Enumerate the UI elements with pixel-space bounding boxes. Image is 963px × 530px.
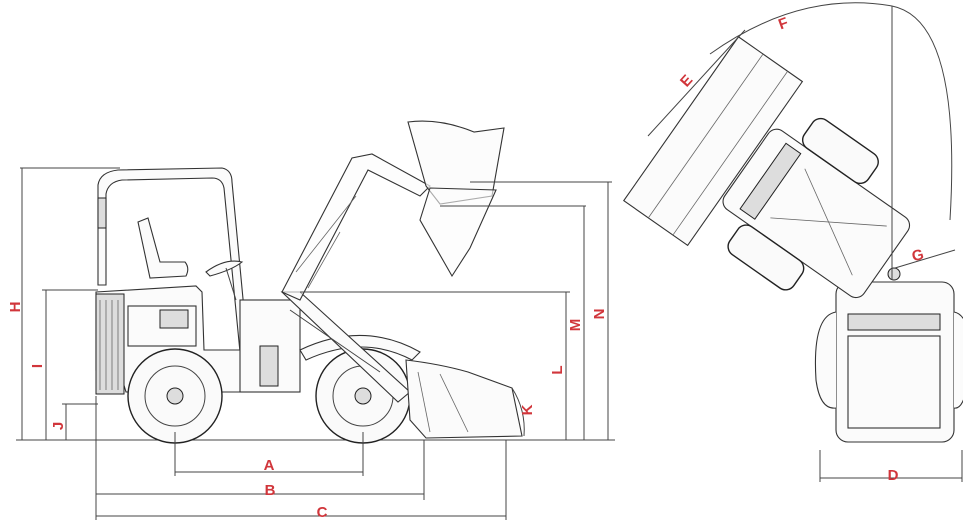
dim-label-c: C [317, 504, 328, 521]
top-front-tire-left [727, 224, 805, 291]
dim-label-d: D [888, 467, 899, 484]
radiator-grille [95, 293, 125, 395]
dim-label-a: A [264, 457, 275, 474]
bucket-dumped [419, 187, 497, 278]
bucket-lowered [405, 359, 523, 439]
dim-label-h: H [7, 302, 24, 313]
dim-label-l: L [549, 365, 566, 374]
dim-label-b: B [265, 482, 276, 499]
side-view: H I J L M N K A B C [7, 120, 615, 521]
mid-joint [259, 345, 279, 387]
dim-label-g: G [910, 246, 926, 265]
dim-label-k: K [519, 404, 536, 415]
top-view: D E F G [622, 2, 963, 484]
operator-seat [137, 217, 189, 279]
turn-radius-arc-f [709, 2, 893, 55]
dim-label-j: J [50, 422, 67, 430]
lift-cylinder [289, 309, 381, 373]
top-bucket [622, 36, 804, 247]
rops-strip [97, 197, 107, 229]
loader-arm-raised [281, 153, 431, 301]
dim-label-m: M [567, 319, 584, 332]
dim-label-n: N [591, 309, 608, 320]
top-front-tire-right [801, 117, 879, 185]
dim-label-i: I [29, 364, 46, 368]
dim-label-f: F [776, 14, 790, 33]
steering-wheel [205, 260, 244, 277]
dim-label-e: E [677, 72, 696, 91]
brand-logo [159, 309, 189, 329]
